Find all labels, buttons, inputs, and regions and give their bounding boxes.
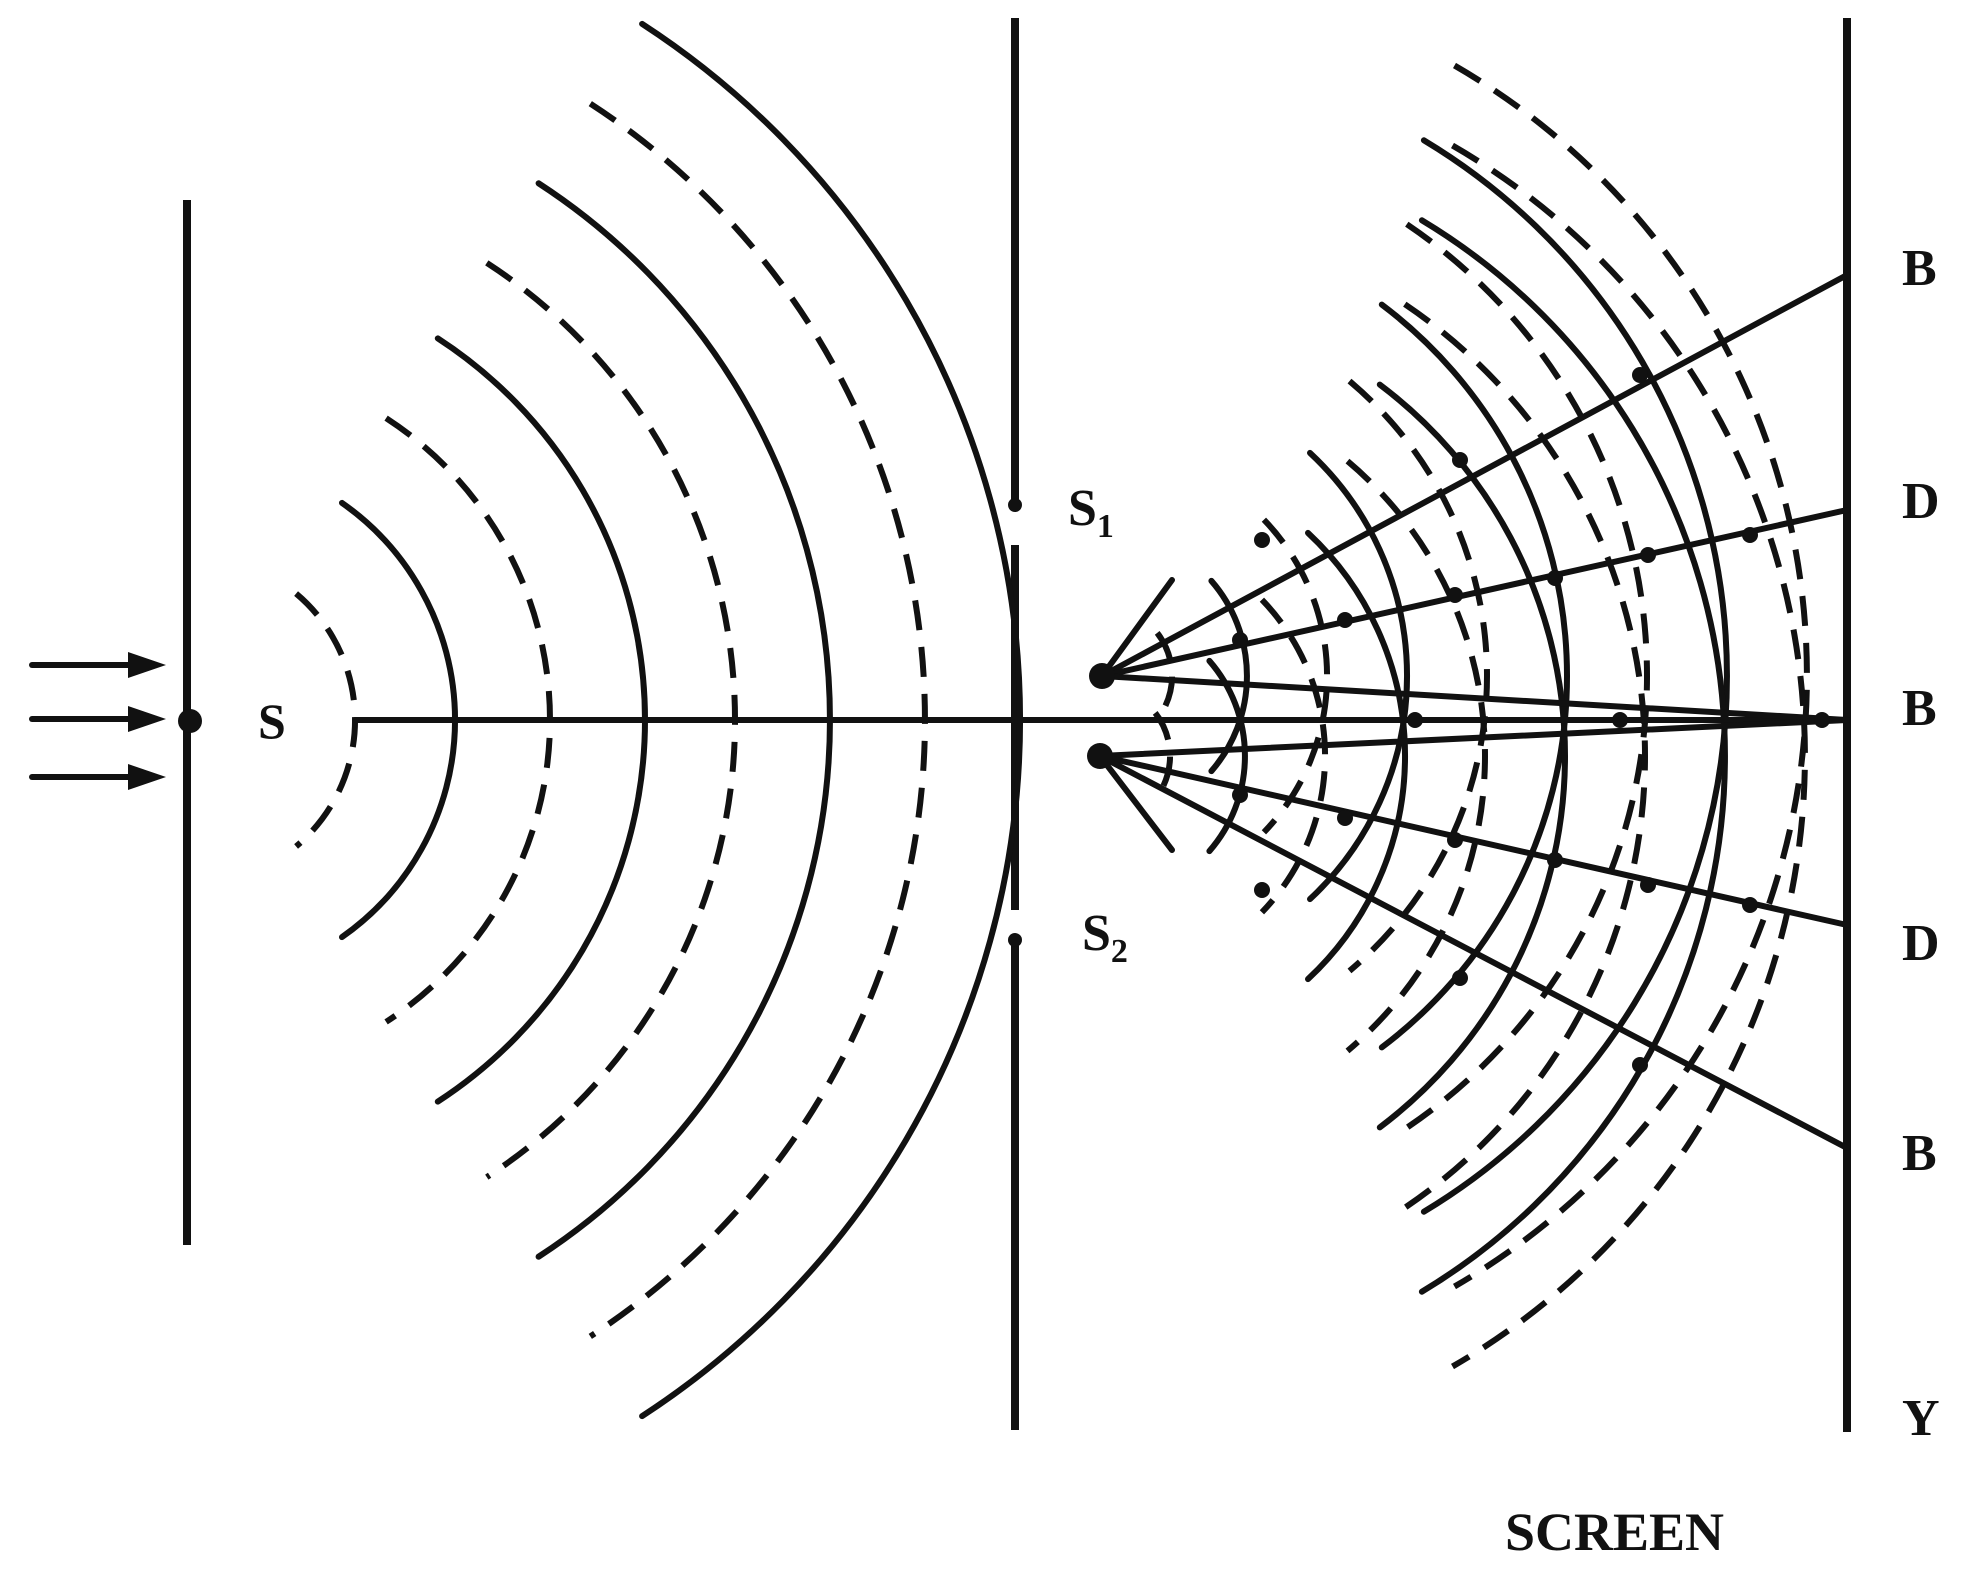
intersection-dot	[1742, 897, 1758, 913]
slit-s2-label-sub: 2	[1111, 933, 1128, 970]
intersection-dot	[1337, 612, 1353, 628]
bright-line-bottom	[1097, 753, 1850, 1151]
intersection-dot	[1254, 882, 1270, 898]
intersection-dot	[1254, 532, 1270, 548]
arrow-head-top	[128, 652, 166, 678]
intersection-dot	[1632, 1057, 1648, 1073]
wavefront-from-s1	[1261, 517, 1331, 835]
wavefront-from-s2	[1305, 529, 1408, 983]
slit-s2-label-main: S	[1082, 905, 1111, 962]
wavefront-from-s2	[1403, 301, 1648, 1211]
intersection-dot	[1640, 547, 1656, 563]
fringe-label-d-lower: D	[1902, 915, 1940, 972]
fringe-label-y: Y	[1902, 1390, 1940, 1447]
intersection-dot	[1547, 852, 1563, 868]
slit-s2-label: S2	[1082, 905, 1128, 970]
source-label: S	[258, 693, 286, 749]
wavefront-from-s1	[1307, 449, 1410, 903]
intersection-dot	[1547, 570, 1563, 586]
slit-ray-upper	[1099, 577, 1175, 679]
intersection-dot	[1452, 452, 1468, 468]
intersection-dot	[1447, 832, 1463, 848]
secondary-wavefronts	[1152, 62, 1810, 1370]
slit-s2-point	[1087, 743, 1113, 769]
bright-line-top	[1099, 272, 1850, 679]
wavefront-from-s1	[1347, 378, 1490, 974]
intersection-dot	[1232, 632, 1248, 648]
dark-line-upper	[1099, 507, 1850, 679]
wavefront-from-s2	[1418, 217, 1728, 1295]
fringe-label-d-upper: D	[1902, 473, 1940, 530]
wavefront-from-s1	[1405, 221, 1650, 1131]
interference-lines	[1097, 272, 1850, 1151]
source-pinhole	[178, 709, 202, 733]
screen-label: SCREEN	[1505, 1502, 1724, 1562]
intersection-dot	[1232, 787, 1248, 803]
intersection-dot	[1640, 877, 1656, 893]
intersection-dot	[1632, 367, 1648, 383]
slit-edge-dot-bottom	[1008, 933, 1022, 947]
slit-ray-lower	[1097, 753, 1175, 853]
bright-line-center-s2	[1097, 717, 1850, 759]
bright-line-center-s1	[1099, 673, 1850, 723]
slit-s1-label-sub: 1	[1097, 508, 1114, 545]
wavefront-from-s2	[1259, 597, 1329, 915]
slit-edge-dot-top	[1008, 498, 1022, 512]
incident-light-arrows	[29, 652, 166, 790]
arrow-head-middle	[128, 706, 166, 732]
primary-wavefront	[294, 591, 358, 849]
wavefront-from-s1	[1420, 137, 1730, 1215]
intersection-dot	[1612, 712, 1628, 728]
slit-s1-label-main: S	[1068, 480, 1097, 537]
slit-s1-point	[1089, 663, 1115, 689]
wavefront-from-s2	[1450, 142, 1808, 1370]
dark-line-lower	[1097, 753, 1850, 928]
wavefront-from-s1	[1452, 62, 1810, 1290]
intersection-dot	[1742, 527, 1758, 543]
fringe-label-b-bottom: B	[1902, 1125, 1937, 1182]
fringe-label-b-center: B	[1902, 680, 1937, 737]
intersection-dot	[1447, 587, 1463, 603]
fringe-label-b-top: B	[1902, 240, 1937, 297]
intersection-dot	[1337, 810, 1353, 826]
intersection-dot	[1814, 712, 1830, 728]
intersection-dot	[1452, 970, 1468, 986]
intersection-dot	[1407, 712, 1423, 728]
wavefront-from-s2	[1345, 458, 1488, 1054]
intersection-dots	[1232, 367, 1830, 1073]
arrow-head-bottom	[128, 764, 166, 790]
slit-s1-label: S1	[1068, 480, 1114, 545]
